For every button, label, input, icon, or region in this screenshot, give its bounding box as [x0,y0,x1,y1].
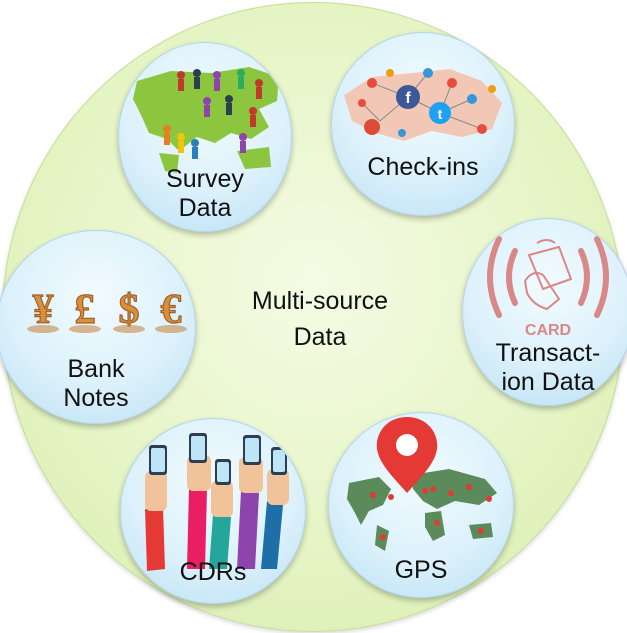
survey-data-node: Survey Data [118,42,292,232]
bank-notes-label-line2: Notes [63,384,129,412]
bank-notes-node: ¥ £ $ € Bank Notes [0,230,196,424]
transaction-data-node: CARD Transact- ion Data [462,218,627,406]
twitter-icon [429,102,451,124]
social-network-map-icon: f t [344,68,502,141]
facebook-icon [396,85,420,109]
center-label-line1: Multi-source [251,287,389,315]
svg-text:t: t [438,106,443,122]
cdrs-node: CDRs [120,418,306,604]
yen-symbol-icon: ¥ [33,287,54,333]
pound-symbol-icon: £ [75,287,96,333]
bank-notes-label-line1: Bank [67,355,125,383]
svg-text:f: f [405,90,411,107]
raised-phones-icon [145,433,289,571]
bank-notes-label: Bank Notes [0,355,195,413]
world-map-people-icon [133,67,279,173]
check-ins-node: f t Check-ins [331,32,515,216]
check-ins-label: Check-ins [332,153,514,182]
gps-label-line1: GPS [394,556,448,584]
cdrs-label-line1: CDRs [179,558,247,586]
gps-node: GPS [328,412,514,598]
transaction-data-label-line1: Transact- [495,339,601,367]
center-label-line2: Data [293,323,347,351]
survey-data-label: Survey Data [119,165,291,223]
check-ins-label-line1: Check-ins [367,153,479,181]
cdrs-label: CDRs [121,558,305,587]
contactless-card-icon: CARD [487,236,609,339]
map-pin-icon [347,417,497,551]
google-plus-icon [364,119,380,135]
gps-label: GPS [329,556,513,585]
center-label: Multi-source Data [205,283,435,355]
card-text: CARD [525,322,571,339]
transaction-data-label-line2: ion Data [501,368,595,396]
dollar-symbol-icon: $ [119,287,140,333]
survey-data-label-line2: Data [178,194,232,222]
people-figures [163,69,263,159]
currency-symbols-icon: ¥ £ $ € [27,286,187,334]
transaction-data-label: Transact- ion Data [463,339,627,397]
survey-data-label-line1: Survey [166,165,244,193]
euro-symbol-icon: € [161,287,182,333]
